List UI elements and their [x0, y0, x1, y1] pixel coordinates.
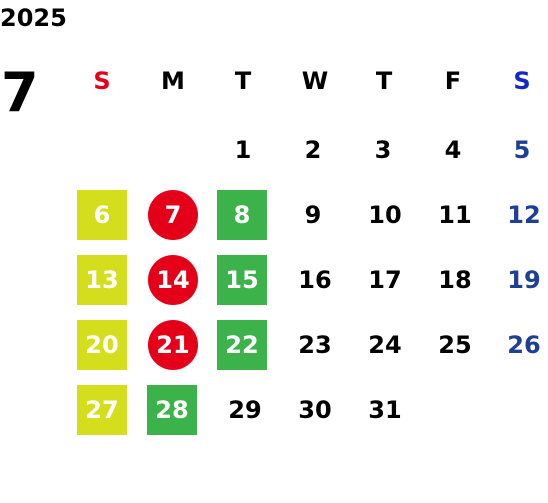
weekday-header-saturday: S	[513, 67, 531, 95]
day-cell-31[interactable]: 31	[368, 396, 402, 424]
day-cell-25[interactable]: 25	[438, 331, 472, 359]
weekday-header-wednesday: W	[301, 67, 329, 95]
day-cell-13[interactable]: 13	[77, 255, 127, 305]
day-cell-14[interactable]: 14	[148, 255, 198, 305]
day-cell-19[interactable]: 19	[507, 266, 541, 294]
day-cell-1[interactable]: 1	[234, 136, 252, 164]
day-cell-26[interactable]: 26	[507, 331, 541, 359]
weekday-header-monday: M	[161, 67, 185, 95]
day-cell-3[interactable]: 3	[374, 136, 392, 164]
day-cell-27[interactable]: 27	[77, 385, 127, 435]
day-cell-8[interactable]: 8	[217, 190, 267, 240]
day-cell-5[interactable]: 5	[513, 136, 531, 164]
day-cell-24[interactable]: 24	[368, 331, 402, 359]
day-cell-7[interactable]: 7	[148, 190, 198, 240]
day-cell-18[interactable]: 18	[438, 266, 472, 294]
day-cell-17[interactable]: 17	[368, 266, 402, 294]
weekday-header-friday: F	[444, 67, 462, 95]
day-cell-29[interactable]: 29	[228, 396, 262, 424]
day-cell-28[interactable]: 28	[147, 385, 197, 435]
day-cell-9[interactable]: 9	[304, 201, 322, 229]
day-cell-11[interactable]: 11	[438, 201, 472, 229]
day-cell-15[interactable]: 15	[217, 255, 267, 305]
day-cell-21[interactable]: 21	[148, 320, 198, 370]
day-cell-6[interactable]: 6	[77, 190, 127, 240]
weekday-header-thursday: T	[375, 67, 393, 95]
day-cell-20[interactable]: 20	[77, 320, 127, 370]
month-label: 7	[1, 61, 39, 124]
day-cell-30[interactable]: 30	[298, 396, 332, 424]
day-cell-16[interactable]: 16	[298, 266, 332, 294]
day-cell-12[interactable]: 12	[507, 201, 541, 229]
year-label: 2025	[0, 4, 67, 32]
day-cell-4[interactable]: 4	[444, 136, 462, 164]
day-cell-23[interactable]: 23	[298, 331, 332, 359]
weekday-header-tuesday: T	[234, 67, 252, 95]
day-cell-22[interactable]: 22	[217, 320, 267, 370]
day-cell-10[interactable]: 10	[368, 201, 402, 229]
weekday-header-sunday: S	[93, 67, 111, 95]
day-cell-2[interactable]: 2	[304, 136, 322, 164]
